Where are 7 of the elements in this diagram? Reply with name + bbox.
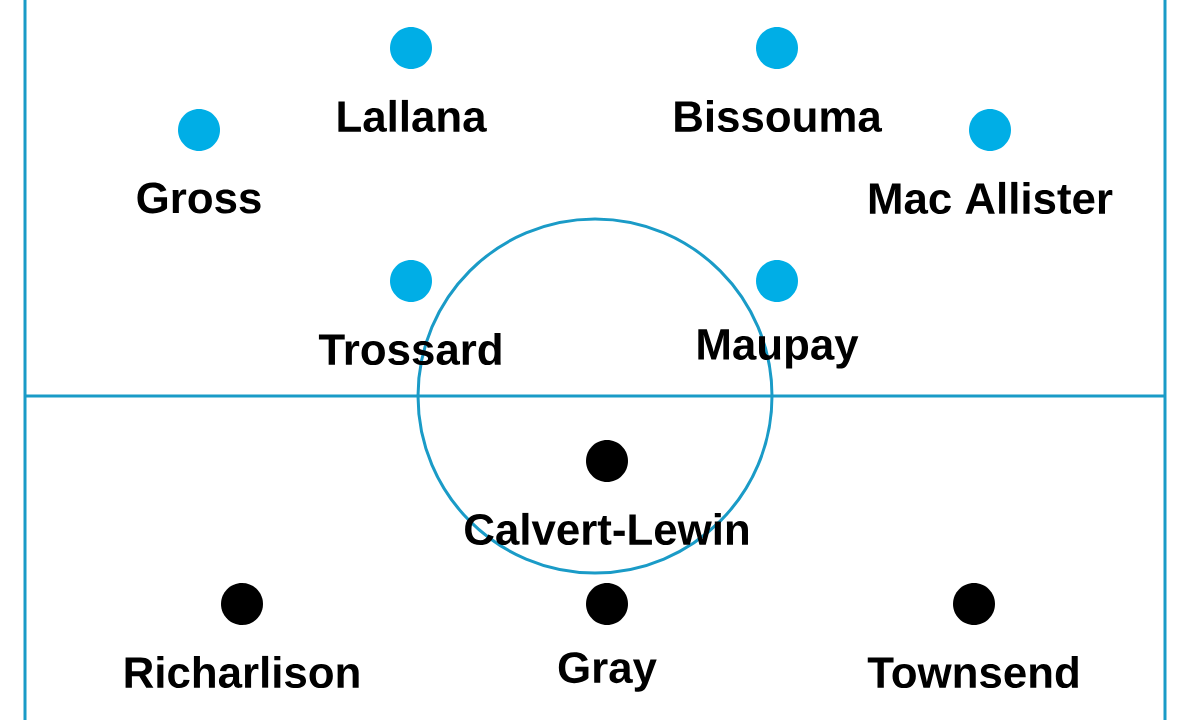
- player-name: Bissouma: [675, 99, 882, 133]
- player-name: Lallana: [338, 99, 487, 133]
- player-name: Richarlison: [125, 655, 359, 689]
- player-name: Gross: [137, 182, 261, 214]
- player-name: Gray: [558, 652, 657, 692]
- player-name: Townsend: [867, 655, 1078, 689]
- player-name: Mac Allister: [869, 181, 1113, 215]
